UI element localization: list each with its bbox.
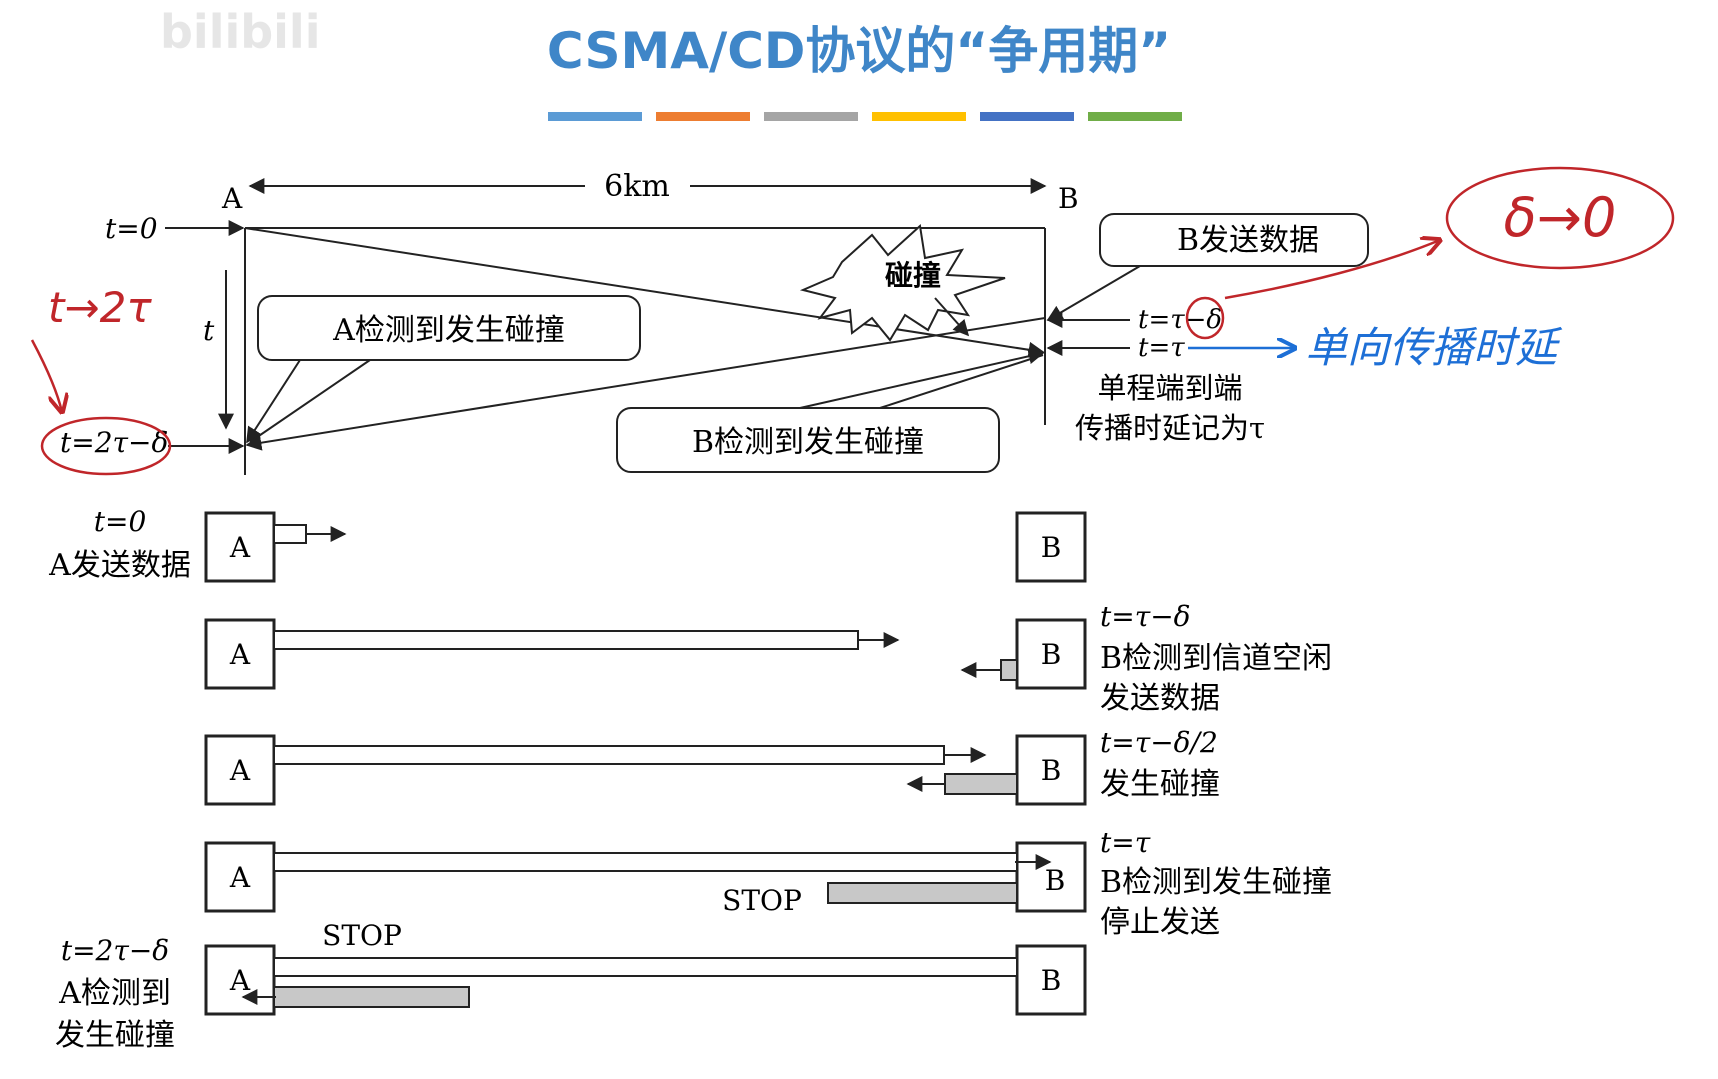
collision-label: 碰撞: [885, 259, 941, 292]
station-b-label: B: [1041, 964, 1062, 997]
step-3: A B t=τ−δ/2 发生碰撞: [204, 726, 1220, 806]
station-a-box: [204, 511, 276, 583]
step1-time: t=0: [94, 505, 147, 538]
t-2tau-delta-label: t=2τ−δ: [60, 426, 168, 459]
callout-a-tail-1: [246, 359, 301, 444]
callout-b-send-tail: [1046, 265, 1141, 321]
delay-note-line2: 传播时延记为τ: [1075, 411, 1265, 445]
callout-b-detect: [616, 407, 1000, 473]
station-b-box: [1015, 511, 1087, 583]
step5-desc-1: A检测到: [58, 976, 171, 1011]
hand-circle-delta-zero: [1445, 166, 1675, 270]
title-bar-segment: [872, 112, 966, 121]
hand-circle-2tau: [40, 416, 172, 476]
station-a-box: [204, 618, 276, 690]
station-b-box: [1015, 618, 1087, 690]
station-b-label: B: [1041, 531, 1062, 564]
station-a-label: A: [229, 531, 251, 564]
step-2: A B t=τ−δ B检测到信道空闲 发送数据: [204, 600, 1332, 716]
step4-desc-2: 停止发送: [1100, 905, 1220, 940]
step3-time: t=τ−δ/2: [1100, 726, 1218, 759]
title-bar-segment: [548, 112, 642, 121]
hand-delta-to-zero: δ→0: [1504, 186, 1617, 249]
step2-desc-2: 发送数据: [1100, 681, 1220, 716]
step-1: A B t=0 A发送数据: [48, 505, 1087, 583]
station-b-label: B: [1045, 864, 1066, 897]
step1-desc: A发送数据: [48, 548, 191, 583]
callout-a-detect: [257, 295, 641, 361]
label-a: A: [221, 182, 243, 215]
a-frame: [273, 524, 307, 544]
b-frame: [944, 773, 1018, 795]
station-a-box: [204, 734, 276, 806]
step2-desc-1: B检测到信道空闲: [1100, 641, 1332, 676]
b-frame: [827, 882, 1018, 904]
label-b: B: [1058, 182, 1079, 215]
stop-label: STOP: [322, 919, 402, 952]
timing-diagram: A B 6km t=0 t 碰撞 A检测到发生碰撞 B发送数据: [60, 169, 1369, 475]
station-a-label: A: [229, 861, 251, 894]
station-b-label: B: [1041, 754, 1062, 787]
hand-circle-delta: [1185, 296, 1225, 340]
title-bar-segment: [764, 112, 858, 121]
station-a-label: A: [229, 638, 251, 671]
hand-red-arrow-right: [1224, 240, 1440, 300]
hand-one-way-delay: 单向传播时延: [1305, 323, 1563, 372]
delay-note-line1: 单程端到端: [1097, 371, 1242, 405]
callout-a-tail-2: [249, 359, 371, 443]
title-color-bar: [548, 112, 1182, 121]
t0-label: t=0: [105, 212, 158, 245]
hand-red-curve-left: [30, 339, 62, 412]
station-a-box: [204, 944, 276, 1016]
callout-b-send: [1099, 213, 1369, 267]
page-title: CSMA/CD协议的“争用期”: [547, 22, 1171, 80]
collision-pointer: [934, 297, 970, 337]
step2-time: t=τ−δ: [1100, 600, 1191, 633]
a-frame: [273, 852, 1018, 872]
step3-desc: 发生碰撞: [1100, 767, 1220, 802]
step4-time: t=τ: [1100, 826, 1151, 859]
callout-b-detect-text: B检测到发生碰撞: [692, 425, 924, 460]
station-b-box: [1015, 734, 1087, 806]
title-bar-segment: [980, 112, 1074, 121]
callout-a-detect-text: A检测到发生碰撞: [332, 313, 565, 348]
distance-label: 6km: [604, 169, 670, 204]
step5-desc-2: 发生碰撞: [55, 1018, 175, 1053]
callout-b-tail-1: [799, 348, 1045, 409]
b-frame: [1000, 659, 1018, 681]
a-frame: [273, 745, 945, 765]
step-4: A B STOP t=τ B检测到发生碰撞 停止发送: [204, 826, 1332, 940]
title-bar-segment: [656, 112, 750, 121]
watermark: bilibili: [160, 5, 320, 59]
t-tau-label: t=τ: [1138, 333, 1185, 363]
title-bar-segment: [1088, 112, 1182, 121]
step5-time: t=2τ−δ: [61, 934, 169, 967]
t-tau-delta-label: t=τ−δ: [1138, 305, 1222, 335]
a-frame: [273, 630, 859, 650]
station-a-label: A: [229, 964, 251, 997]
station-a-box: [204, 841, 276, 913]
callout-b-tail-2: [879, 354, 1044, 409]
a-frame: [273, 957, 1018, 977]
b-frame: [273, 986, 470, 1008]
t-axis-label: t: [203, 314, 215, 347]
station-b-box: [1015, 944, 1087, 1016]
b-signal-line: [245, 317, 1046, 451]
step-5: A B STOP t=2τ−δ A检测到 发生碰撞: [55, 919, 1087, 1053]
stop-label: STOP: [722, 884, 802, 917]
station-a-label: A: [229, 754, 251, 787]
callout-b-send-text: B发送数据: [1177, 223, 1319, 258]
a-signal-line: [244, 227, 1045, 358]
step4-desc-1: B检测到发生碰撞: [1100, 865, 1332, 900]
hand-t-to-2tau: t→2τ: [48, 283, 152, 332]
collision-burst: [799, 224, 1006, 342]
station-b-label: B: [1041, 638, 1062, 671]
handwritten-annotations: t→2τ δ→0 单向传播时延: [30, 166, 1675, 476]
